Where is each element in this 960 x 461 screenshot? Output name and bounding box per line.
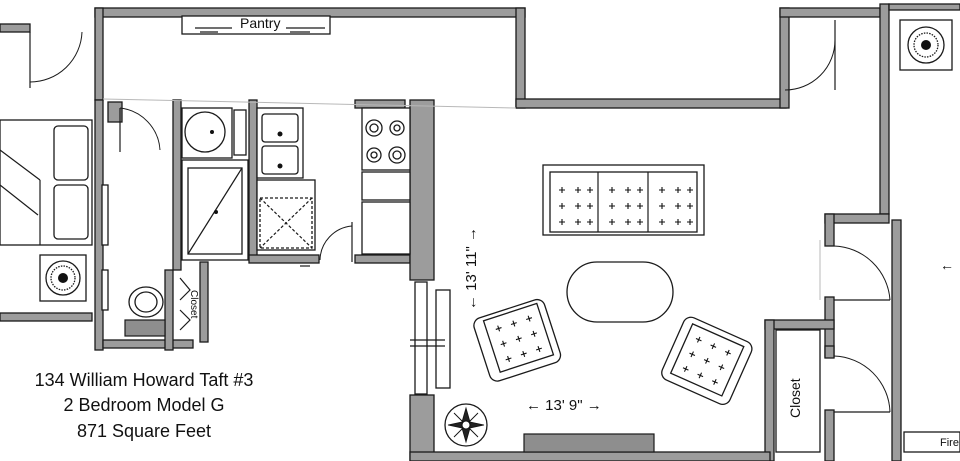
doors [29,20,891,413]
fire-label: Fire [940,437,959,449]
walls [0,3,960,461]
right-bedroom-partial: Fire ← [899,19,960,453]
closet-large: Closet [775,329,821,453]
floor-fan-icon [39,254,87,302]
closet-large-label: Closet [787,378,803,418]
bathroom: Closet [101,107,249,337]
dimension-horizontal: ← 13' 9" → [526,397,602,414]
pantry: Pantry [181,15,331,35]
left-bedroom-partial [0,119,93,302]
floor-fan-icon [899,19,953,71]
tv-console [523,433,655,453]
dimension-vertical: ← 13' 11" → [463,227,480,310]
partial-dimension-arrow: ← [940,257,954,273]
closet-small-label: Closet [188,290,199,319]
coffee-table [566,261,674,323]
address-line-3: 871 Square Feet [77,421,211,441]
address-line-1: 134 William Howard Taft #3 [35,370,254,390]
sofa [542,164,705,236]
address-block: 134 William Howard Taft #3 2 Bedroom Mod… [35,370,254,441]
armchair-right [661,316,753,406]
kitchen [256,107,411,267]
living-room: ← 13' 11" → ← 13' 9" → [410,164,753,453]
compass-rose-icon [444,403,488,447]
address-line-2: 2 Bedroom Model G [63,395,224,415]
pantry-label: Pantry [240,15,280,31]
armchair-left [473,298,562,382]
